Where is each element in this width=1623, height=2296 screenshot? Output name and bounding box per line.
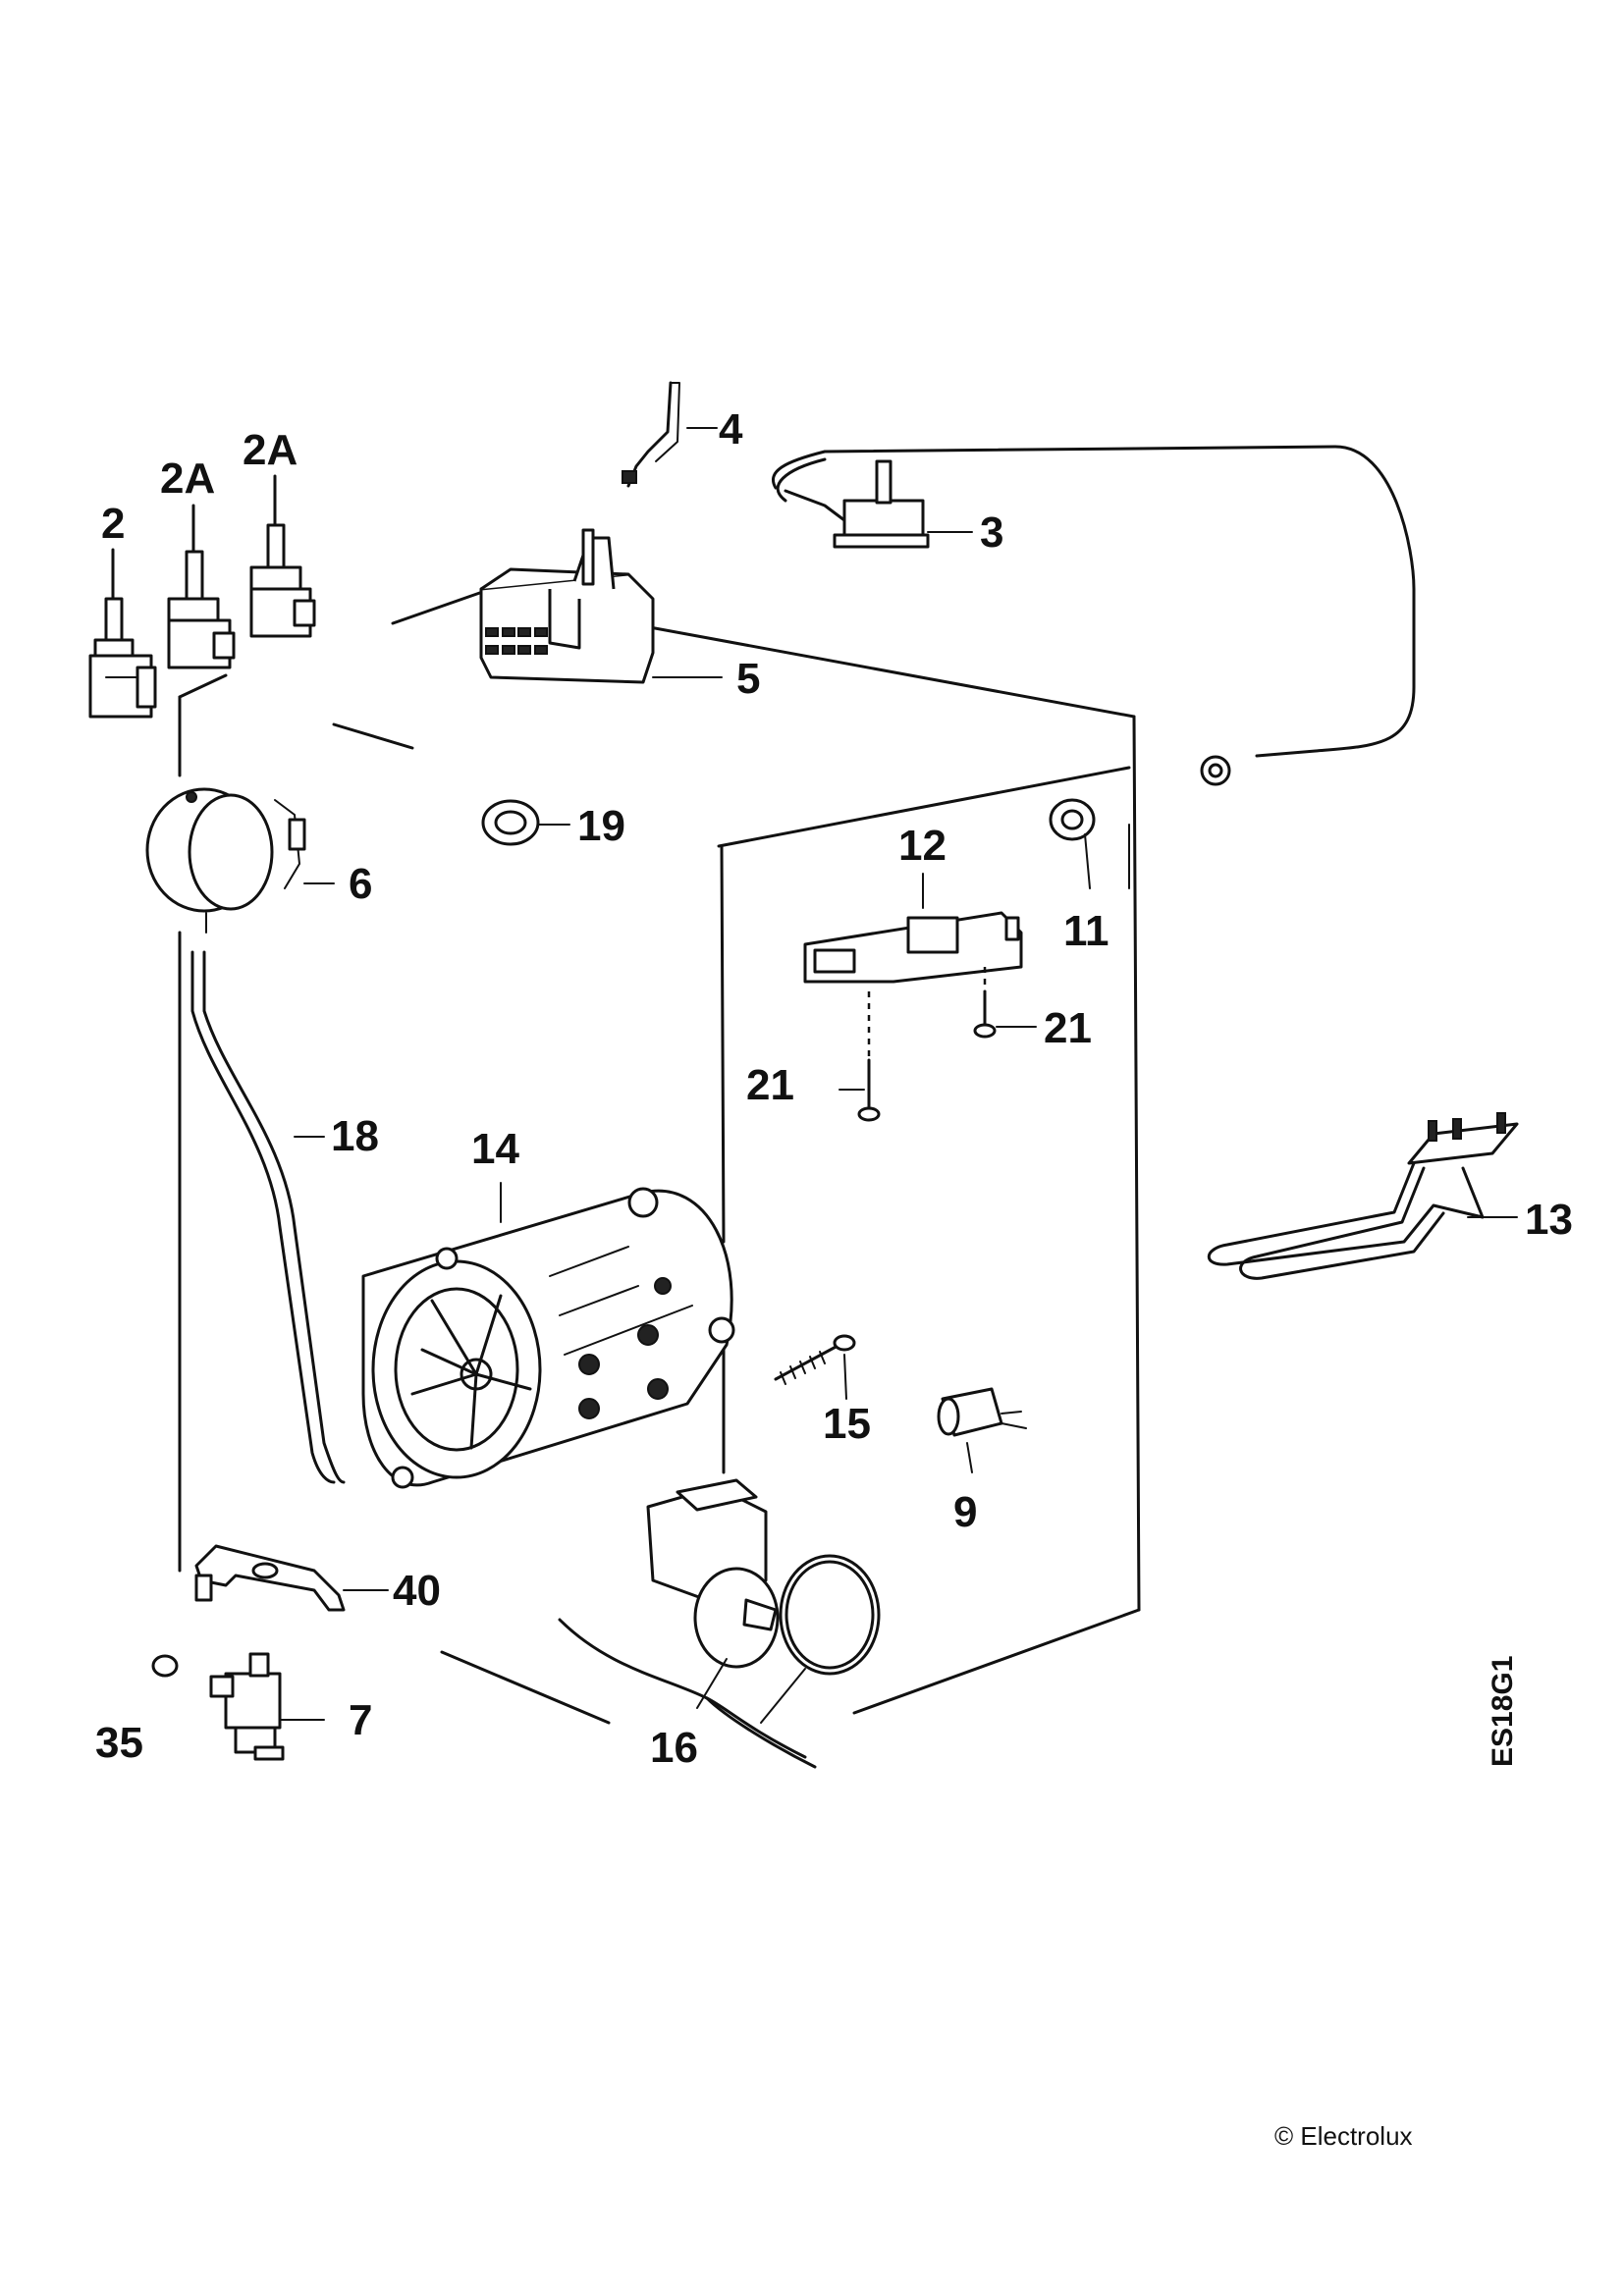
copyright-notice: © Electrolux [1274, 2121, 1413, 2151]
ring-35 [151, 1654, 179, 1678]
solenoid-valve-7 [209, 1652, 325, 1761]
label-6: 6 [349, 860, 372, 908]
label-21-left: 21 [746, 1061, 794, 1109]
drain-pump-16 [558, 1478, 881, 1769]
label-2: 2 [101, 500, 125, 548]
grommet-19 [481, 799, 570, 846]
cabinet-outline [178, 587, 1141, 1725]
label-4: 4 [719, 405, 743, 454]
label-2a-second: 2A [243, 426, 298, 474]
drawing-code: ES18G1 [1487, 1656, 1519, 1767]
door-lock-12 [803, 873, 1023, 984]
label-35: 35 [95, 1719, 143, 1767]
bracket-40 [194, 1544, 389, 1612]
switch-2 [88, 548, 157, 719]
label-13: 13 [1525, 1196, 1573, 1244]
hose-18 [190, 950, 346, 1484]
wire-lead-4 [622, 381, 718, 488]
capacitor-9 [937, 1387, 1027, 1473]
label-16: 16 [650, 1724, 698, 1772]
label-5: 5 [736, 655, 760, 703]
label-14: 14 [471, 1125, 519, 1173]
label-11: 11 [1063, 907, 1109, 955]
label-40: 40 [393, 1567, 441, 1615]
timer-5 [479, 528, 723, 684]
callout-labels: 2 2A 2A 4 3 5 6 19 12 11 21 21 18 14 13 … [95, 405, 1573, 1772]
label-2a-first: 2A [160, 454, 215, 503]
clip-ring-11 [1049, 798, 1096, 889]
label-3: 3 [980, 508, 1003, 557]
thermostat-3 [772, 445, 1416, 786]
switch-2a-first [167, 504, 236, 669]
timer-terminals [485, 627, 548, 655]
label-19: 19 [577, 802, 625, 850]
motor-14 [361, 1182, 735, 1489]
pressure-switch-6 [145, 787, 335, 934]
label-21-right: 21 [1044, 1004, 1092, 1052]
label-7: 7 [349, 1696, 372, 1744]
screw-21-left [839, 991, 881, 1122]
screw-21-right [973, 967, 1037, 1039]
screw-15 [774, 1334, 856, 1400]
label-15: 15 [823, 1400, 871, 1448]
heating-element-13 [1207, 1112, 1519, 1280]
label-9: 9 [953, 1488, 977, 1536]
label-18: 18 [331, 1112, 379, 1160]
label-12: 12 [898, 822, 947, 870]
switch-2a-second [249, 474, 316, 638]
